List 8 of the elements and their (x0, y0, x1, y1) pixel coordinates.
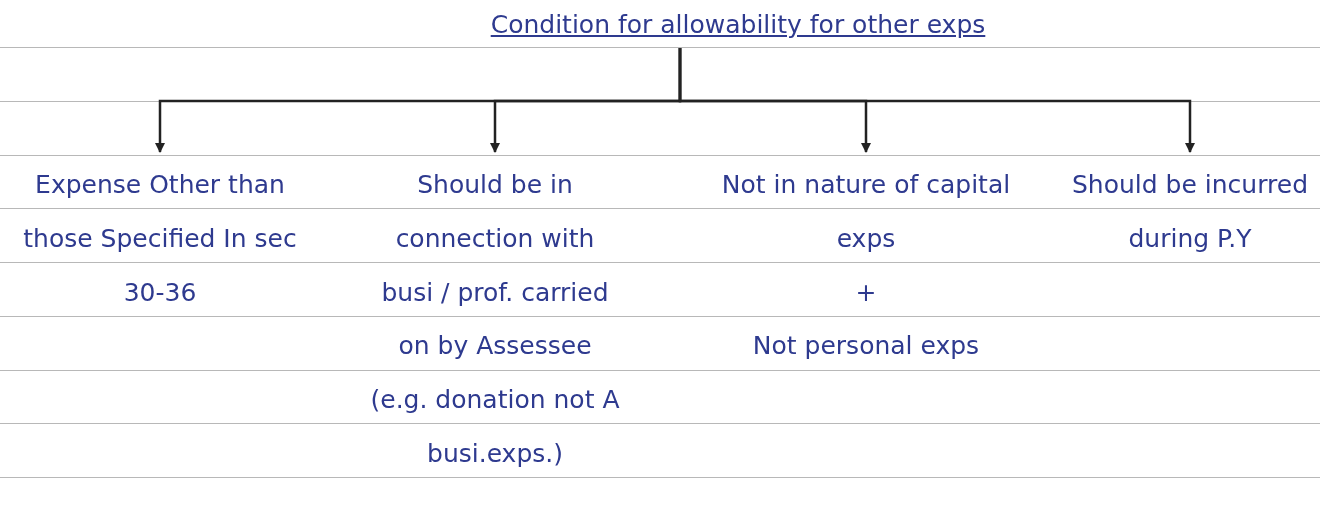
condition-text: Not in nature of capital exps (720, 169, 1012, 255)
condition-text: Should be in connection with busi / prof. carried on by Assessee (e.g. donation not A busi.exps.) (370, 169, 620, 470)
title-text: Condition for allowability for other exps (490, 10, 986, 39)
condition-text: Expense Other than those Specified In sec 30-36 (22, 169, 298, 309)
condition-text: Should be incurred during P.Y (1071, 169, 1309, 255)
arrow (678, 48, 1195, 153)
condition-text: Not personal exps (751, 330, 981, 363)
condition-text: + (854, 276, 878, 309)
